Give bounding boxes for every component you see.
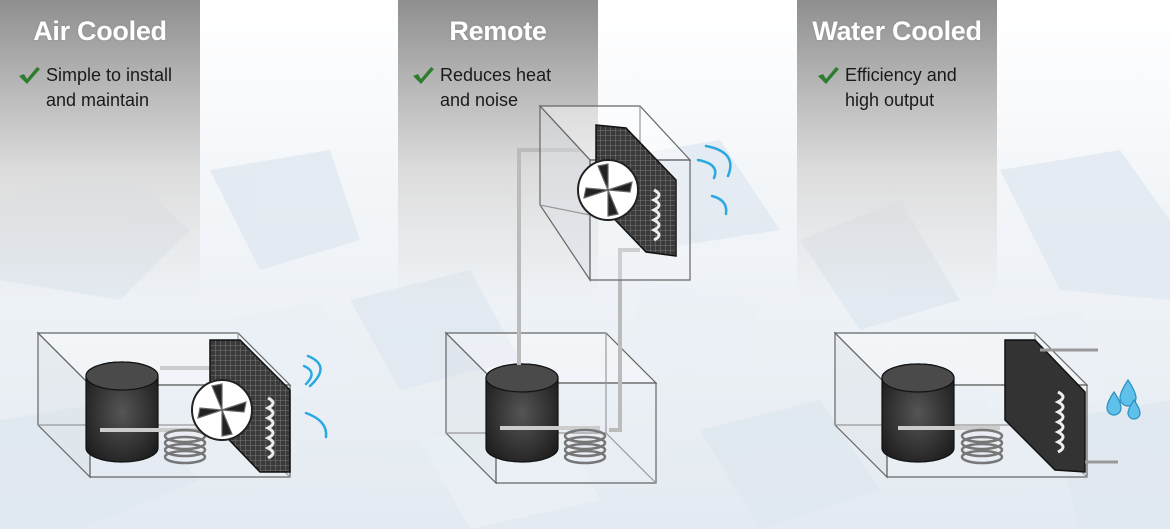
water-cooled-unit [833,331,1118,479]
air-cooled-unit [36,331,292,479]
check-icon [19,67,40,84]
airflow-icon [302,354,328,439]
benefit-text: Efficiency and high output [845,65,957,110]
check-icon [413,67,434,84]
benefit-text: Reduces heat and noise [440,65,552,110]
panel-title: Air Cooled [33,16,167,46]
water-drops-icon [1106,378,1141,420]
airflow-icon [696,144,732,216]
benefit-text: Simple to install and maintain [46,65,173,110]
panel-title: Water Cooled [812,16,982,46]
panel-title: Remote [449,16,547,46]
remote-unit [444,104,692,485]
check-icon [818,67,839,84]
